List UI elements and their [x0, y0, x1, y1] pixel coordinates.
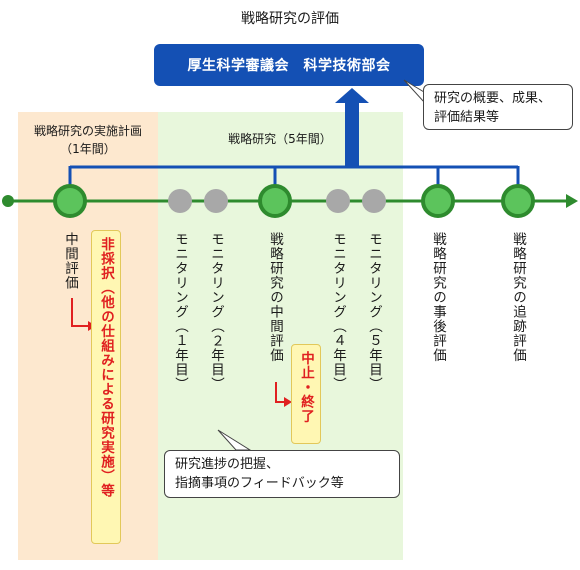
monitor2-node	[204, 189, 228, 213]
stop-box: 中止・終了	[291, 344, 321, 444]
monitor4-node	[326, 189, 350, 213]
reject-arrow	[71, 298, 88, 327]
upward-arrow-head	[335, 88, 369, 103]
follow-eval-node	[501, 184, 535, 218]
stop-label: 中止・終了	[298, 351, 314, 424]
council-box: 厚生科学審議会 科学技術部会	[154, 44, 424, 86]
timeline-start-dot	[2, 195, 14, 207]
follow-eval-label: 戦略研究の追跡評価	[510, 232, 526, 363]
post-eval-label: 戦略研究の事後評価	[430, 232, 446, 363]
monitor1-label: モニタリング（１年目）	[172, 232, 188, 392]
five-year-period-label: 戦略研究（5年間）	[228, 132, 332, 146]
stop-arrowhead	[284, 397, 292, 407]
plan-period-label: 戦略研究の実施計画 （1年間）	[33, 124, 142, 156]
bottom-callout: 研究進捗の把握、 指摘事項のフィードバック等	[164, 450, 400, 498]
diagram-title: 戦略研究の評価	[241, 11, 339, 27]
bottom-callout-tail	[217, 429, 252, 451]
monitor2-label: モニタリング（２年目）	[208, 232, 224, 392]
monitor5-node	[362, 189, 386, 213]
midterm-eval-label: 戦略研究の中間評価	[267, 232, 283, 363]
midterm-eval-node	[258, 184, 292, 218]
planning-period-region	[18, 112, 158, 560]
monitor5-label: モニタリング（５年目）	[366, 232, 382, 392]
rejected-label: 非採択（他の仕組みによる研究実施）等	[98, 237, 114, 498]
top-callout: 研究の概要、成果、 評価結果等	[423, 84, 573, 130]
timeline-arrowhead	[566, 194, 578, 208]
upward-arrow-shaft	[345, 102, 359, 167]
rejected-box: 非採択（他の仕組みによる研究実施）等	[91, 230, 121, 544]
midterm-plan-node	[53, 184, 87, 218]
midterm-plan-label: 中間評価	[62, 232, 78, 290]
monitor1-node	[168, 189, 192, 213]
post-eval-node	[421, 184, 455, 218]
stop-arrow	[275, 382, 284, 403]
top-callout-tail	[403, 79, 425, 104]
monitor4-label: モニタリング（４年目）	[330, 232, 346, 392]
